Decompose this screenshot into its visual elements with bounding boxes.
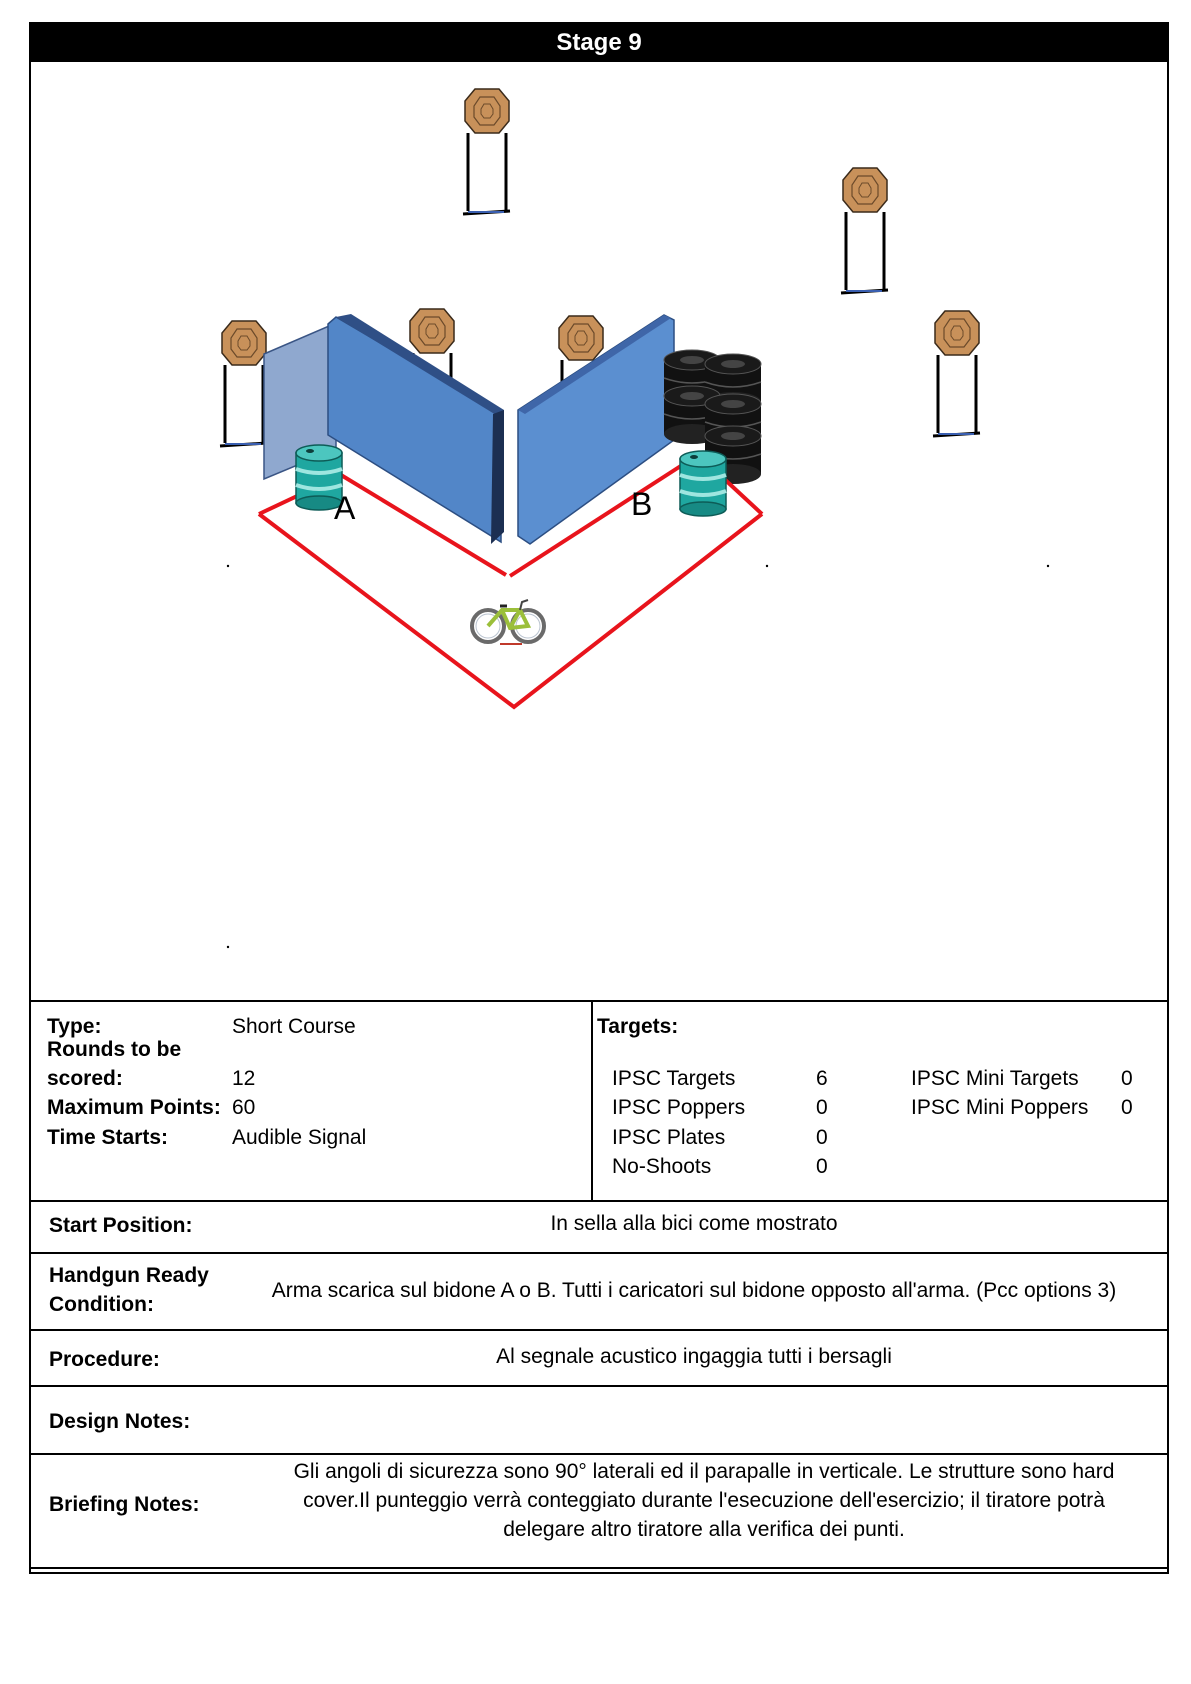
ready-condition-row: Handgun Ready Condition: Arma scarica su…: [31, 1254, 1167, 1331]
briefing-notes-row: Briefing Notes: Gli angoli di sicurezza …: [31, 1455, 1167, 1559]
briefing-notes-text: Gli angoli di sicurezza sono 90° lateral…: [251, 1457, 1157, 1544]
ready-condition-label-line1: Handgun Ready: [49, 1264, 209, 1287]
stage-sheet: Stage 9: [29, 22, 1169, 1574]
design-notes-label: Design Notes:: [49, 1410, 191, 1433]
mini-target-type-count: 0: [1121, 1067, 1133, 1090]
stage-title: Stage 9: [31, 24, 1167, 62]
fault-line: [257, 458, 764, 710]
start-position-label: Start Position:: [49, 1214, 193, 1237]
ready-condition-label-line2: Condition:: [49, 1293, 154, 1316]
info-divider: [591, 1002, 593, 1200]
target-1: [461, 87, 512, 216]
mini-target-type-name: IPSC Mini Poppers: [911, 1096, 1089, 1119]
target-type-name: No-Shoots: [612, 1155, 712, 1178]
type-label: Type:: [47, 1015, 102, 1038]
start-position-value: In sella alla bici come mostrato: [550, 1212, 838, 1235]
target-type-name: IPSC Plates: [612, 1126, 726, 1149]
type-value: Short Course: [232, 1015, 356, 1038]
target-type-count: 0: [816, 1126, 828, 1149]
briefing-notes-label: Briefing Notes:: [49, 1493, 200, 1516]
targets-label: Targets:: [597, 1015, 679, 1038]
procedure-value: Al segnale acustico ingaggia tutti i ber…: [496, 1345, 892, 1368]
max-points-label: Maximum Points:: [47, 1096, 221, 1119]
barrel-b: [678, 449, 728, 518]
target-2: [839, 166, 890, 295]
ready-condition-value: Arma scarica sul bidone A o B. Tutti i c…: [271, 1279, 1117, 1302]
start-position-row: Start Position: In sella alla bici come …: [31, 1198, 1167, 1254]
target-6: [931, 309, 982, 438]
target-type-name: IPSC Targets: [612, 1067, 736, 1090]
mini-target-type-name: IPSC Mini Targets: [911, 1067, 1079, 1090]
rounds-value: 12: [232, 1067, 256, 1090]
briefing-notes-line: cover.Il punteggio verrà conteggiato dur…: [303, 1489, 1105, 1512]
design-notes-row: Design Notes:: [31, 1387, 1167, 1455]
procedure-label: Procedure:: [49, 1348, 160, 1371]
rounds-label-line1: Rounds to be: [47, 1038, 182, 1061]
position-a-label: A: [334, 490, 356, 526]
mini-target-type-count: 0: [1121, 1096, 1133, 1119]
bicycle-icon: [470, 599, 546, 645]
max-points-value: 60: [232, 1096, 256, 1119]
position-b-label: B: [631, 486, 653, 522]
briefing-notes-line: Gli angoli di sicurezza sono 90° lateral…: [293, 1460, 1115, 1483]
rounds-label-line2: scored:: [47, 1067, 123, 1090]
target-3: [218, 319, 269, 448]
target-type-name: IPSC Poppers: [612, 1096, 746, 1119]
bottom-double-rule: [31, 1567, 1167, 1569]
procedure-row: Procedure: Al segnale acustico ingaggia …: [31, 1331, 1167, 1387]
target-type-count: 0: [816, 1155, 828, 1178]
briefing-notes-line: delegare altro tiratore alla verifica de…: [503, 1518, 905, 1541]
barricade-left: [263, 314, 504, 544]
stage-info: Type: Short Course Rounds to be scored: …: [31, 1000, 1167, 1202]
target-type-count: 6: [816, 1067, 828, 1090]
target-type-count: 0: [816, 1096, 828, 1119]
time-starts-label: Time Starts:: [47, 1126, 168, 1149]
time-starts-value: Audible Signal: [232, 1126, 367, 1149]
stage-diagram: A B: [31, 62, 1167, 1002]
